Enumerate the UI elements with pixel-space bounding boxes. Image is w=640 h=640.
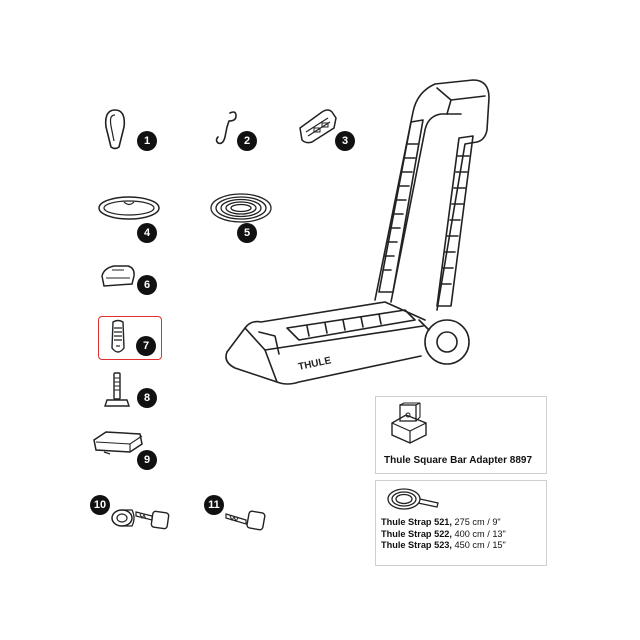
- strap-info-box: Thule Strap 521, 275 cm / 9" Thule Strap…: [375, 480, 547, 566]
- rubber-band-icon: [98, 196, 160, 220]
- brand-logo: THULE: [297, 355, 332, 373]
- s-hook-icon: [215, 111, 237, 145]
- part-number-badge: 10: [90, 495, 110, 515]
- strap-spec-line: Thule Strap 523, 450 cm / 15": [381, 540, 506, 552]
- buckle-clip-icon: [299, 109, 337, 144]
- lock-cylinder-and-key-icon: [111, 509, 170, 530]
- carabiner-icon: [104, 109, 126, 150]
- kayak-carrier-illustration: THULE: [225, 79, 490, 385]
- strap-spec: 450 cm / 15": [451, 540, 506, 550]
- strap-spec: 400 cm / 13": [451, 528, 506, 539]
- mount-pad-icon: [93, 431, 143, 455]
- strap-name: Thule Strap 521,: [381, 517, 452, 527]
- part-number-badge: 8: [137, 388, 157, 408]
- part-number-badge: 7: [136, 336, 156, 356]
- adapter-info-box: Thule Square Bar Adapter 8897: [375, 396, 547, 474]
- part-number-badge: 1: [137, 131, 157, 151]
- part-number-badge: 5: [237, 223, 257, 243]
- part-number-badge: 2: [237, 131, 257, 151]
- strap-ratchet-icon: [111, 319, 125, 353]
- strap-spec-list: Thule Strap 521, 275 cm / 9" Thule Strap…: [381, 517, 506, 552]
- t-bolt-icon: [104, 372, 130, 407]
- strap-spec: 275 cm / 9": [451, 517, 501, 527]
- part-number-badge: 4: [137, 223, 157, 243]
- strap-name: Thule Strap 523,: [381, 540, 452, 550]
- square-bar-adapter-icon: [391, 402, 427, 444]
- strap-name: Thule Strap 522,: [381, 528, 452, 539]
- strap-spec-line: Thule Strap 521, 275 cm / 9": [381, 517, 506, 529]
- selected-part-highlight: [98, 316, 162, 360]
- part-number-badge: 11: [204, 495, 224, 515]
- part-number-badge: 9: [137, 450, 157, 470]
- adapter-title: Thule Square Bar Adapter 8897: [384, 455, 533, 466]
- end-cap-icon: [101, 265, 135, 287]
- coiled-rope-icon: [210, 193, 272, 223]
- strap-spec-line: Thule Strap 522, 400 cm / 13": [381, 529, 506, 541]
- part-number-badge: 6: [137, 275, 157, 295]
- part-number-badge: 3: [335, 131, 355, 151]
- coiled-strap-icon: [387, 488, 439, 510]
- key-icon: [225, 510, 266, 531]
